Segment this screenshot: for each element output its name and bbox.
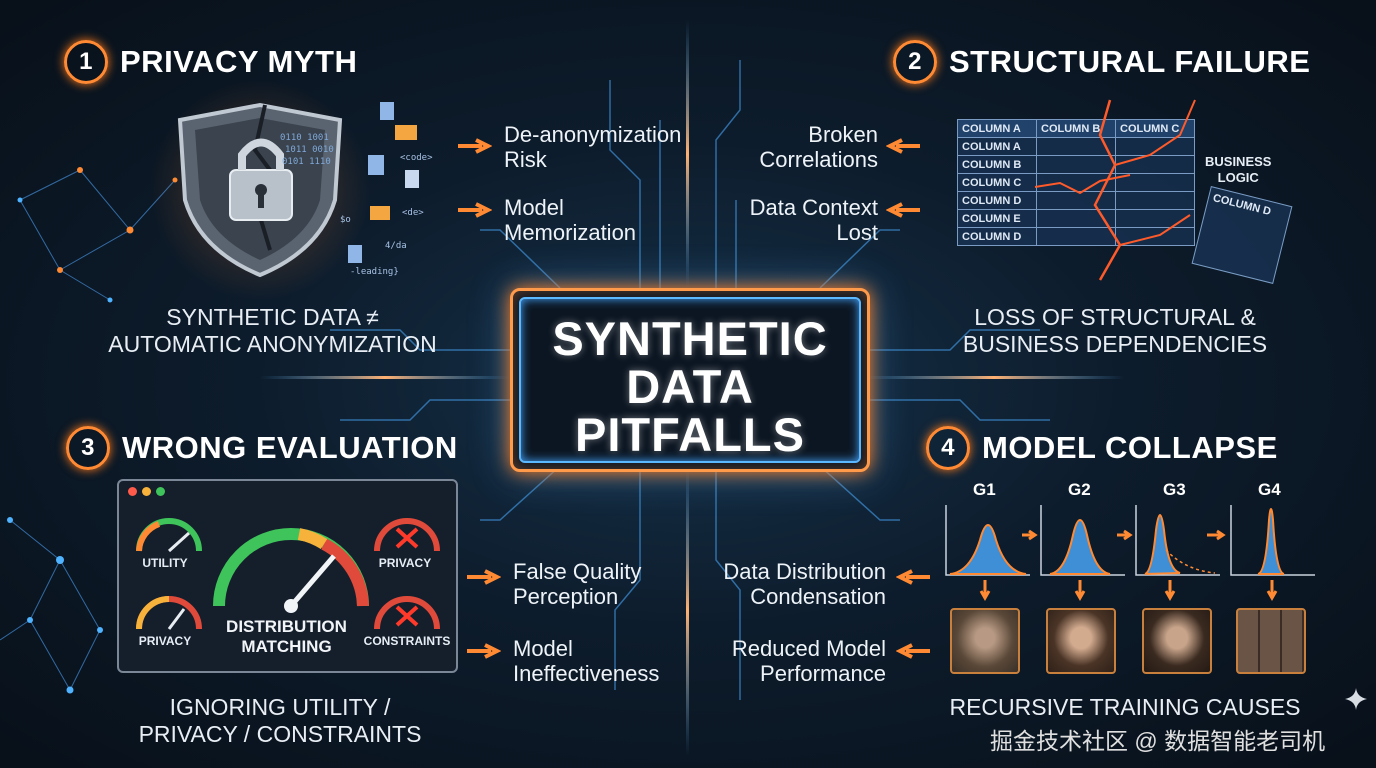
file-icon: [405, 170, 419, 188]
face-image-g3: [1142, 608, 1212, 674]
q4-number-badge: 4: [926, 426, 970, 470]
utility-label: UTILITY: [142, 556, 188, 570]
x-icon: [395, 605, 419, 627]
face-image-g2: [1046, 608, 1116, 674]
q1-caption: SYNTHETIC DATA ≠AUTOMATIC ANONYMIZATION: [108, 304, 437, 357]
q3-number-badge: 3: [66, 426, 110, 470]
evaluation-dashboard: UTILITY PRIVACY PRIVACY CONSTRAINTS DIST…: [117, 479, 458, 673]
code-label: <de>: [402, 208, 424, 218]
watermark: 掘金技术社区 @ 数据智能老司机: [990, 728, 1326, 754]
distribution-curves: [945, 505, 1315, 602]
q2-number-badge: 2: [893, 40, 937, 84]
curve-g3: [1144, 514, 1181, 575]
code-label: 4/da: [385, 241, 407, 251]
sparkle-icon: [1345, 688, 1367, 710]
q4-caption: RECURSIVE TRAINING CAUSES: [949, 694, 1301, 720]
q3-title: 3 WRONG EVALUATION: [66, 426, 458, 470]
arrow-left-icon: [896, 643, 930, 659]
code-label: $o: [340, 215, 351, 225]
gauge-needle: [167, 531, 191, 553]
svg-text:0101 1110: 0101 1110: [282, 157, 331, 167]
curve-g4: [1257, 508, 1285, 575]
circuit-line-bottom: [686, 466, 689, 756]
q2-title-text: STRUCTURAL FAILURE: [949, 44, 1311, 79]
q4-title-text: MODEL COLLAPSE: [982, 430, 1278, 465]
code-label: <code>: [400, 153, 433, 163]
q2-title: 2 STRUCTURAL FAILURE: [893, 40, 1310, 84]
svg-text:0110 1001: 0110 1001: [280, 133, 329, 143]
file-icon: [368, 155, 384, 175]
q1-title-text: PRIVACY MYTH: [120, 44, 358, 79]
privacy-label-right: PRIVACY: [378, 556, 432, 570]
network-nodes-blue: [7, 197, 113, 694]
center-title-panel: SYNTHETIC DATA PITFALLS: [510, 288, 870, 472]
generation-label-g2: G2: [1068, 480, 1091, 499]
window-dot-yellow: [142, 487, 151, 496]
file-icon: [348, 245, 362, 263]
folder-icon: [395, 125, 417, 140]
center-title: SYNTHETIC DATA PITFALLS: [552, 312, 828, 461]
face-grid-image-g4: [1236, 608, 1306, 674]
curve-g2: [1049, 519, 1111, 575]
main-gauge-needle: [289, 554, 336, 608]
svg-text:1011 0010: 1011 0010: [285, 145, 334, 155]
face-image-g1: [950, 608, 1020, 674]
circuit-traces: [330, 60, 1050, 700]
x-icon: [395, 527, 419, 549]
arrow-left-icon: [886, 138, 920, 154]
gauges: [136, 518, 440, 630]
generation-label-g1: G1: [973, 480, 996, 499]
code-label: -leading}: [350, 267, 399, 277]
arrow-left-icon: [886, 202, 920, 218]
arrow-left-icon: [896, 569, 930, 585]
arrow-right-icon: [467, 569, 501, 585]
q2-caption: LOSS OF STRUCTURAL &BUSINESS DEPENDENCIE…: [962, 304, 1268, 357]
crack-lines: [1034, 99, 1196, 281]
circuit-line-left: [260, 376, 510, 379]
gauge-needle: [167, 608, 186, 630]
file-icon: [380, 102, 394, 120]
circuit-line-top: [686, 20, 689, 288]
q3-title-text: WRONG EVALUATION: [122, 430, 458, 465]
arrow-right-icon: [458, 138, 492, 154]
folder-icon: [370, 206, 390, 220]
constraints-label: CONSTRAINTS: [363, 634, 451, 648]
arrow-right-icon: [467, 643, 501, 659]
window-dot-green: [156, 487, 165, 496]
circuit-line-right: [864, 376, 1124, 379]
q1-number-badge: 1: [64, 40, 108, 84]
q3-caption: IGNORING UTILITY /PRIVACY / CONSTRAINTS: [138, 694, 422, 747]
q4-title: 4 MODEL COLLAPSE: [926, 426, 1278, 470]
generation-label-g4: G4: [1258, 480, 1281, 499]
generation-label-g3: G3: [1163, 480, 1186, 499]
q1-title: 1 PRIVACY MYTH: [64, 40, 357, 84]
privacy-label-left: PRIVACY: [138, 634, 192, 648]
curve-g1: [949, 524, 1027, 575]
arrow-right-icon: [458, 202, 492, 218]
window-dot-red: [128, 487, 137, 496]
